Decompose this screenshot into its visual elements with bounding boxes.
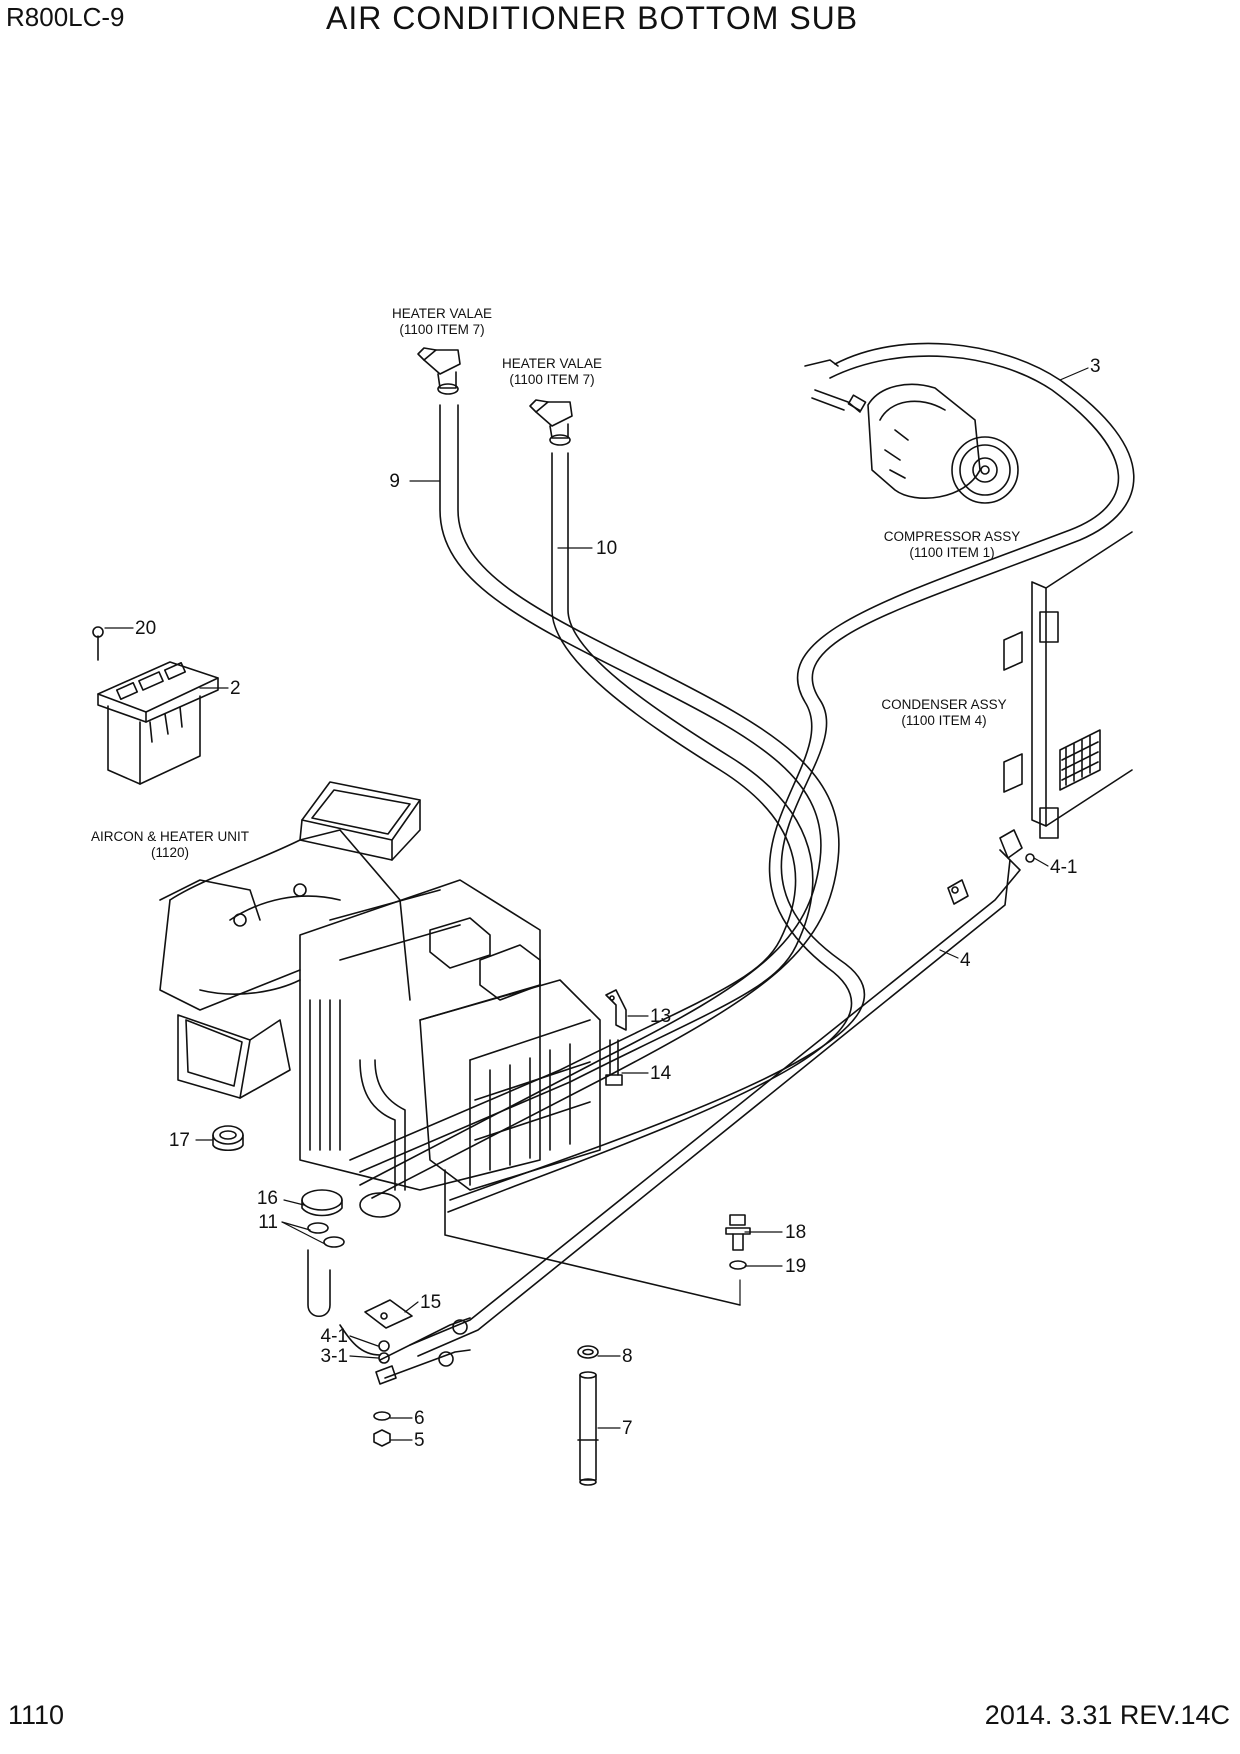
callout-8: 8 (622, 1346, 633, 1367)
callout-16: 16 (257, 1188, 278, 1209)
callout-3-1: 3-1 (321, 1346, 348, 1367)
callout-15: 15 (420, 1292, 441, 1313)
callout-7: 7 (622, 1418, 633, 1439)
condenser-label: CONDENSER ASSY (881, 697, 1006, 712)
heater-valve-b-ref: (1100 ITEM 7) (509, 372, 594, 387)
callout-10: 10 (596, 538, 617, 559)
heater-valve-a-ref: (1100 ITEM 7) (399, 322, 484, 337)
part-17-grommet (212, 1125, 244, 1152)
part-13-bracket (605, 989, 627, 1031)
callout-14: 14 (650, 1063, 672, 1084)
part-18-bolt (725, 1214, 751, 1251)
condenser-frame (1003, 531, 1133, 839)
part-3-1-fitting (375, 1340, 397, 1385)
part-11-clamps (307, 1222, 345, 1318)
compressor-line (804, 359, 861, 413)
callout-4: 4 (960, 950, 971, 971)
unit-label: AIRCON & HEATER UNIT (91, 829, 249, 844)
fitting-4-1-top (947, 829, 1035, 905)
control-panel (92, 626, 219, 785)
heater-valve-b-label: HEATER VALAE (502, 356, 602, 371)
callout-6: 6 (414, 1408, 425, 1429)
part-5-nut (373, 1429, 391, 1447)
revision-date: 2014. 3.31 REV.14C (984, 1700, 1230, 1730)
compressor-body (847, 383, 1019, 504)
heater-valve-b (529, 399, 573, 446)
callout-3: 3 (1090, 356, 1101, 377)
leader-lines (104, 367, 1089, 1441)
callout-20: 20 (135, 618, 156, 639)
callout-4-1-bottom: 4-1 (321, 1326, 348, 1347)
diagram-title: AIR CONDITIONER BOTTOM SUB (326, 0, 859, 36)
part-16-cover (301, 1189, 343, 1217)
model-code: R800LC-9 (6, 2, 125, 32)
callout-13: 13 (650, 1006, 671, 1027)
condenser-ref: (1100 ITEM 4) (901, 713, 986, 728)
hvac-unit (159, 781, 741, 1306)
callout-18: 18 (785, 1222, 806, 1243)
part-14-bolt (605, 1039, 623, 1086)
callout-9: 9 (389, 471, 400, 492)
part-6-washer (373, 1411, 391, 1421)
callout-11: 11 (258, 1212, 278, 1233)
callout-2: 2 (230, 678, 241, 699)
callout-5: 5 (414, 1430, 425, 1451)
page-number: 1110 (8, 1700, 65, 1730)
part-15-plate (364, 1299, 413, 1329)
compressor-ref: (1100 ITEM 1) (909, 545, 994, 560)
part-8-clamp (577, 1345, 599, 1359)
part-7-drain-hose (577, 1371, 599, 1486)
hose-10 (349, 452, 814, 1173)
compressor-label: COMPRESSOR ASSY (884, 529, 1021, 544)
part-19-washer (729, 1260, 747, 1270)
lower-lines (339, 1317, 471, 1379)
callout-4-1-top: 4-1 (1050, 857, 1077, 878)
unit-ref: (1120) (151, 845, 189, 860)
hose-3 (447, 342, 1135, 1213)
heater-valve-a (417, 347, 461, 395)
heater-valve-a-label: HEATER VALAE (392, 306, 492, 321)
callout-19: 19 (785, 1256, 806, 1277)
pipe-4 (409, 849, 1021, 1367)
callout-17: 17 (169, 1130, 190, 1151)
